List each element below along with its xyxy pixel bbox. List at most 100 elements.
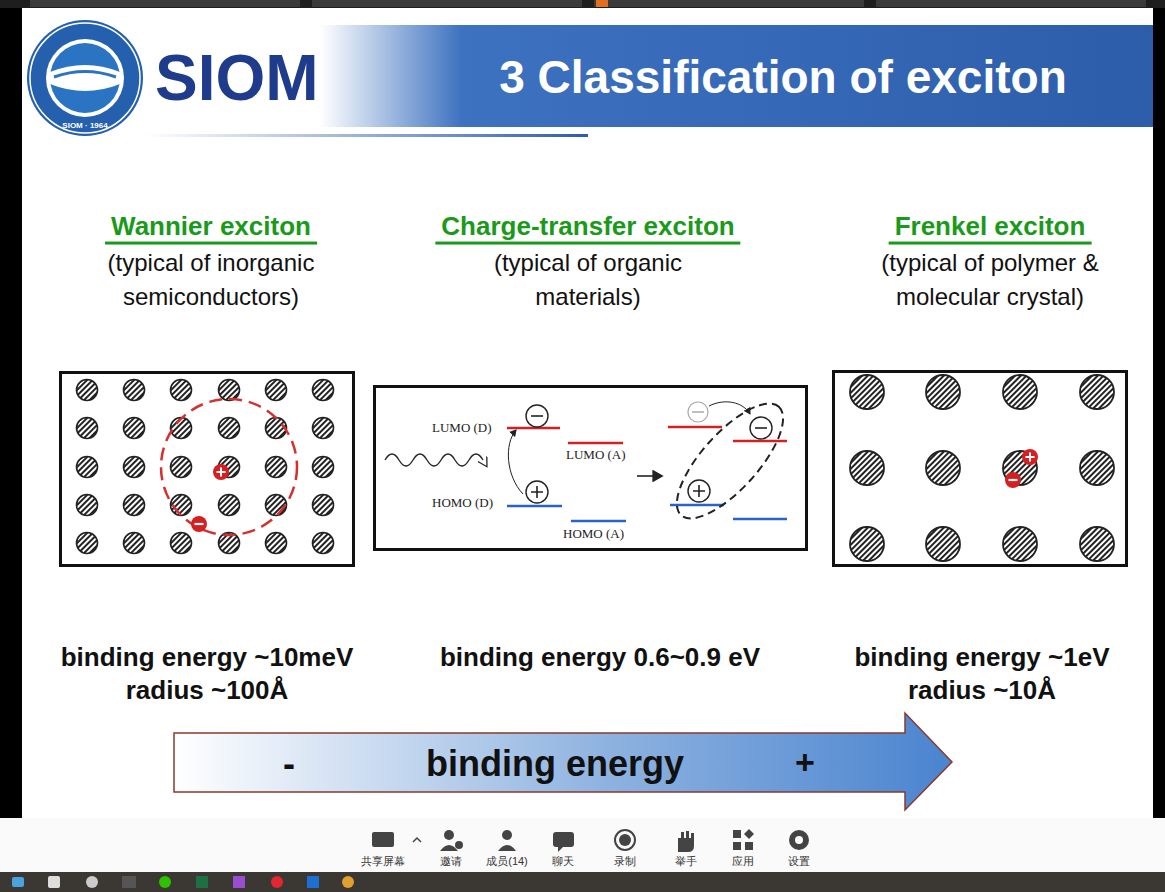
drawing-part xyxy=(670,504,724,507)
drawing-part xyxy=(733,440,787,443)
charge-transfer-levels xyxy=(385,388,800,534)
drawing-part xyxy=(124,380,145,401)
drawing-part xyxy=(171,457,192,478)
drawing-part xyxy=(709,402,750,414)
level-label: LUMO (A) xyxy=(566,447,626,463)
drawing-part xyxy=(688,480,710,502)
drawing-part xyxy=(789,830,809,850)
property-text: radius ~10Å xyxy=(908,675,1056,706)
panel-heading: Wannier exciton xyxy=(105,212,317,245)
drawing-part xyxy=(637,475,662,477)
drawing-part xyxy=(926,451,960,485)
drawing-part xyxy=(30,0,300,7)
drawing-part xyxy=(553,832,574,847)
drawing-part xyxy=(619,834,631,846)
drawing-part xyxy=(755,427,767,429)
arrow-text: - xyxy=(283,743,295,785)
wannier-lattice xyxy=(77,380,334,554)
drawing-part xyxy=(594,0,864,7)
drawing-part xyxy=(526,405,548,427)
slide-title: 3 Classification of exciton xyxy=(499,50,1066,104)
drawing-part xyxy=(876,0,1146,7)
wannier-panel: Wannier exciton(typical of inorganic sem… xyxy=(59,371,355,567)
property-text: binding energy ~1eV xyxy=(854,642,1109,673)
drawing-part xyxy=(27,20,143,136)
drawing-part xyxy=(266,533,287,554)
toolbar-label: 成员(14) xyxy=(486,854,528,869)
arrow-outline xyxy=(174,713,952,810)
drawing-part xyxy=(312,0,582,7)
drawing-part xyxy=(733,518,787,521)
arrow-text: + xyxy=(795,743,815,782)
drawing-part xyxy=(455,841,463,849)
drawing-part xyxy=(233,876,245,888)
toolbar xyxy=(0,818,1165,872)
drawing-part xyxy=(850,527,884,561)
drawing-part xyxy=(750,417,772,439)
panel-subtitle: (typical of organic materials) xyxy=(458,246,718,314)
drawing-part xyxy=(571,520,626,523)
toolbar-label: 共享屏幕 xyxy=(361,854,405,869)
drawing-part xyxy=(50,65,120,91)
drawing-part xyxy=(77,380,98,401)
panel-heading: Frenkel exciton xyxy=(889,212,1092,245)
drawing-part xyxy=(568,442,623,445)
logo-ring-text: SIOM · 1964 xyxy=(62,121,107,130)
drawing-part xyxy=(596,0,608,7)
toolbar-label: 邀请 xyxy=(440,854,462,869)
drawing-part xyxy=(615,830,635,850)
drawing-part xyxy=(688,402,708,422)
drawing-part xyxy=(86,876,98,888)
drawing-part xyxy=(161,399,297,535)
drawing-part xyxy=(159,876,171,888)
level-label: HOMO (A) xyxy=(563,526,624,542)
frenkel-lattice xyxy=(850,375,1114,561)
drawing-part xyxy=(1080,375,1114,409)
drawing-part xyxy=(926,527,960,561)
drawing-part xyxy=(688,480,710,502)
drawing-part xyxy=(266,495,287,516)
drawing-part xyxy=(692,411,704,413)
panel-heading: Charge-transfer exciton xyxy=(435,212,740,245)
drawing-part xyxy=(266,380,287,401)
drawing-part xyxy=(668,426,722,429)
drawing-part xyxy=(693,485,705,497)
drawing-part xyxy=(196,876,208,888)
drawing-part xyxy=(508,430,523,494)
drawing-part xyxy=(124,533,145,554)
toolbar-label: 举手 xyxy=(675,854,697,869)
site-logo-text: SIOM xyxy=(155,41,319,115)
drawing-part xyxy=(320,25,1153,127)
drawing-part xyxy=(313,380,334,401)
level-label: HOMO (D) xyxy=(432,495,493,511)
property-text: radius ~100Å xyxy=(126,675,289,706)
drawing-part xyxy=(122,876,136,888)
drawing-part xyxy=(313,457,334,478)
drawing-part xyxy=(271,876,283,888)
drawing-part xyxy=(219,380,240,401)
drawing-part xyxy=(745,842,753,850)
drawing-part xyxy=(77,457,98,478)
drawing-part xyxy=(54,72,116,78)
window-tabs xyxy=(30,0,1146,7)
drawing-part xyxy=(688,402,708,422)
drawing-part xyxy=(266,457,287,478)
drawing-part xyxy=(526,405,548,427)
drawing-part xyxy=(558,847,563,852)
drawing-part xyxy=(372,832,394,847)
toolbar-label: 设置 xyxy=(788,854,810,869)
panel-subtitle: (typical of polymer & molecular crystal) xyxy=(840,246,1140,314)
drawing-part xyxy=(1005,472,1021,488)
drawing-part xyxy=(526,481,548,503)
drawing-part xyxy=(50,43,120,113)
frenkel-panel: Frenkel exciton(typical of polymer & mol… xyxy=(832,370,1128,567)
drawing-part xyxy=(385,454,483,466)
drawing-part xyxy=(313,418,334,439)
drawing-part xyxy=(342,876,354,888)
drawing-part xyxy=(850,375,884,409)
drawing-part xyxy=(660,388,799,534)
drawing-part xyxy=(498,845,516,851)
drawing-part xyxy=(313,495,334,516)
drawing-part xyxy=(733,830,741,838)
drawing-part xyxy=(502,830,512,840)
